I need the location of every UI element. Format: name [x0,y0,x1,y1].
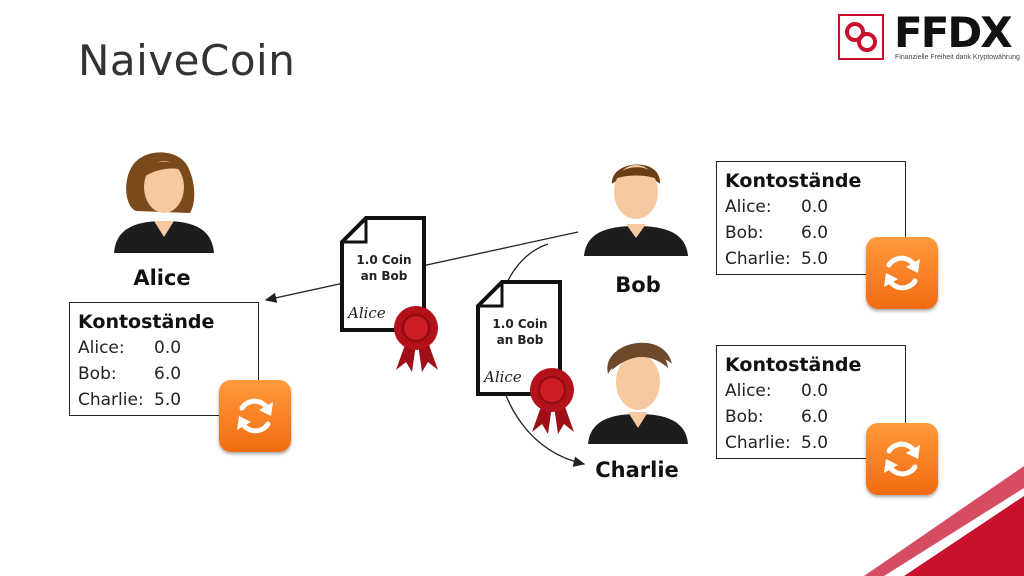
ledger-account: Bob: [725,223,764,243]
wax-seal-icon [530,368,574,434]
male-user-icon [588,342,688,444]
transaction-line-1: 1.0 Coin [492,317,548,331]
chain-link-icon [838,14,884,60]
alice-name: Alice [133,266,191,290]
ledger-account: Charlie: [725,433,791,453]
sync-button-alice[interactable] [219,380,291,452]
ledger-row: Charlie: 5.0 [725,246,897,272]
transaction-amount: 1.0 Coin an Bob [344,252,424,284]
logo-tagline: Finanzielle Freiheit dank Kryptowährung [895,54,1020,61]
transaction-line-1: 1.0 Coin [356,253,412,267]
ledger-account: Bob: [78,364,117,384]
ledger-balance: 0.0 [801,197,829,217]
bob-avatar [580,150,692,263]
alice-avatar [108,145,218,260]
sync-icon [237,398,273,434]
ledger-balance: 5.0 [801,433,829,453]
logo-text: FFDX [894,8,1013,57]
transaction-amount: 1.0 Coin an Bob [480,316,560,348]
transaction-line-2: an Bob [496,333,544,347]
ledger-account: Charlie: [725,249,791,269]
ledger-balance: 5.0 [154,390,182,410]
transaction-document-2: 1.0 Coin an Bob Alice [476,280,586,445]
ledger-row: Bob: 6.0 [725,220,897,246]
ledger-balance: 6.0 [154,364,182,384]
transaction-line-2: an Bob [360,269,408,283]
sync-icon [884,441,920,477]
signature: Alice [484,368,522,386]
ledger-heading: Kontostände [725,354,862,376]
ledger-balance: 0.0 [154,338,182,358]
slide-title: NaiveCoin [78,36,296,85]
ledger-balance: 6.0 [801,223,829,243]
transaction-document-1: 1.0 Coin an Bob Alice [340,216,450,381]
document-icon [476,280,562,396]
ledger-row: Alice: 0.0 [78,335,250,361]
ledger-row: Charlie: 5.0 [78,387,250,413]
ledger-row: Alice: 0.0 [725,378,897,404]
charlie-avatar [586,334,690,451]
ledger-balance: 0.0 [801,381,829,401]
ledger-account: Alice: [725,381,772,401]
ledger-account: Bob: [725,407,764,427]
ledger-account: Alice: [78,338,125,358]
ledger-heading: Kontostände [78,311,215,333]
sync-button-charlie[interactable] [866,423,938,495]
sync-icon [884,255,920,291]
ledger-row: Bob: 6.0 [725,404,897,430]
female-user-icon [114,152,214,253]
ledger-balance: 5.0 [801,249,829,269]
ffdx-logo: FFDX Finanzielle Freiheit dank Kryptowäh… [838,8,1020,64]
corner-stripe-decoration [864,466,1024,576]
male-user-icon [584,164,688,256]
sync-button-bob[interactable] [866,237,938,309]
ledger-balance: 6.0 [801,407,829,427]
ledger-row: Bob: 6.0 [78,361,250,387]
ledger-row: Alice: 0.0 [725,194,897,220]
ledger-heading: Kontostände [725,170,862,192]
signature: Alice [348,304,386,322]
wax-seal-icon [394,306,438,372]
bob-name: Bob [615,273,661,297]
charlie-name: Charlie [595,458,679,482]
ledger-account: Alice: [725,197,772,217]
ledger-row: Charlie: 5.0 [725,430,897,456]
document-icon [340,216,426,332]
ledger-account: Charlie: [78,390,144,410]
